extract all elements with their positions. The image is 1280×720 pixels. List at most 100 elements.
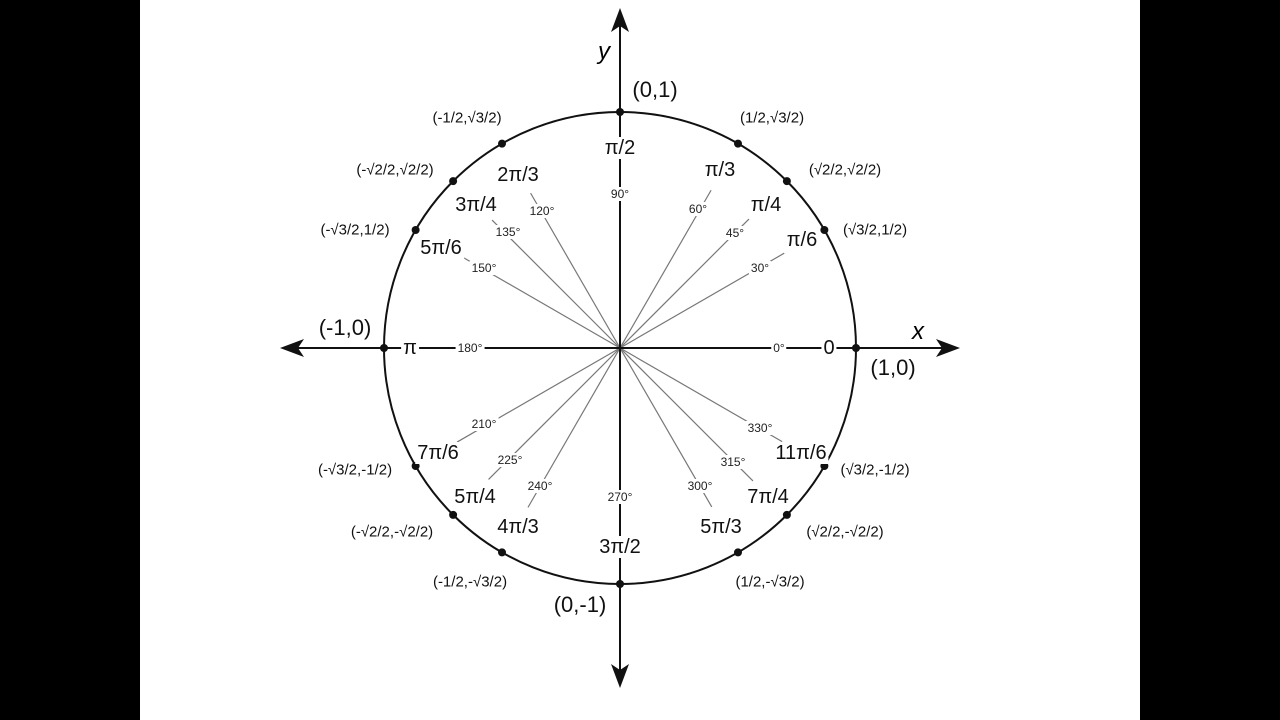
open-paren: (: [317, 461, 323, 479]
coordinate-label-300: (1/2, -√3/2): [733, 573, 807, 591]
radian-label-135: 3π/4: [453, 194, 499, 216]
comma: ,: [842, 161, 848, 179]
x-coordinate: 0: [639, 77, 652, 102]
radian-label-225: 5π/4: [452, 486, 498, 508]
point-150: [411, 226, 420, 234]
coordinate-label-270: (0, -1): [551, 592, 609, 617]
open-paren: (: [432, 109, 438, 127]
close-paren: ): [799, 109, 805, 127]
coordinate-label-240: (-1/2, -√3/2): [430, 573, 510, 591]
x-coordinate: 1/2: [744, 109, 766, 127]
close-paren: ): [502, 573, 508, 591]
unit-circle-canvas: x y 0°0(1,0)30°π/6(√3/2, 1/2)45°π/4(√2/2…: [140, 0, 1140, 720]
radian-label-30: π/6: [784, 229, 820, 251]
x-coordinate: -1/2: [437, 573, 464, 591]
coordinate-label-120: (-1/2, √3/2): [430, 109, 504, 127]
coordinate-label-60: (1/2, √3/2): [737, 109, 807, 127]
x-coordinate: -√3/2: [325, 221, 360, 239]
radian-label-90: π/2: [602, 137, 638, 159]
open-paren: (: [840, 461, 846, 479]
x-coordinate: 1/2: [740, 573, 762, 591]
close-paren: ): [496, 109, 502, 127]
x-coordinate: -√3/2: [322, 461, 358, 479]
point-315: [782, 510, 791, 519]
close-paren: ): [363, 315, 372, 340]
point-210: [411, 462, 420, 470]
close-paren: ): [878, 523, 884, 541]
x-axis-label: x: [912, 318, 924, 345]
coordinate-label-210: (-√3/2, -1/2): [315, 461, 395, 479]
radian-label-45: π/4: [748, 194, 784, 216]
point-120: [498, 139, 506, 148]
y-coordinate: 1/2: [363, 221, 385, 239]
coordinate-label-45: (√2/2, √2/2): [806, 161, 884, 179]
coordinate-label-135: (-√2/2, √2/2): [354, 161, 436, 179]
comma: ,: [765, 109, 770, 127]
open-paren: (: [806, 523, 812, 541]
x-coordinate: 0: [561, 592, 574, 617]
y-coordinate: √3/2: [769, 109, 800, 127]
open-paren: (: [808, 161, 814, 179]
y-coordinate: -√2/2: [394, 523, 429, 541]
open-paren: (: [350, 523, 356, 541]
y-coordinate: 1: [658, 77, 671, 102]
degree-label-30: 30°: [748, 261, 772, 275]
coordinate-label-180: (-1,0): [316, 315, 374, 340]
open-paren: (: [842, 221, 848, 239]
comma: ,: [389, 523, 395, 541]
degree-label-300: 300°: [685, 479, 715, 493]
coordinate-label-30: (√3/2, 1/2): [840, 221, 910, 239]
radian-label-210: 7π/6: [415, 442, 461, 464]
radian-label-180: π: [401, 337, 419, 359]
degree-label-225: 225°: [495, 453, 525, 467]
x-coordinate: -1: [326, 315, 346, 340]
coordinate-label-0: (1,0): [868, 355, 918, 380]
open-paren: (: [356, 161, 362, 179]
y-coordinate: -1: [579, 592, 599, 617]
degree-label-270: 270°: [605, 490, 635, 504]
close-paren: ): [428, 161, 434, 179]
close-paren: ): [428, 523, 434, 541]
x-coordinate: 1: [877, 355, 890, 380]
ray-60: [619, 189, 712, 349]
open-paren: (: [739, 109, 745, 127]
y-coordinate: -1/2: [878, 461, 905, 479]
radian-label-300: 5π/3: [698, 516, 744, 538]
comma: ,: [651, 77, 659, 102]
open-paren: (: [870, 355, 878, 380]
open-paren: (: [432, 573, 438, 591]
degree-label-210: 210°: [469, 417, 499, 431]
coordinate-label-225: (-√2/2, -√2/2): [348, 523, 436, 541]
comma: ,: [345, 315, 352, 340]
radian-label-315: 7π/4: [745, 486, 791, 508]
y-coordinate: √2/2: [399, 161, 429, 179]
comma: ,: [761, 573, 766, 591]
degree-label-240: 240°: [525, 479, 555, 493]
x-coordinate: √2/2: [813, 161, 843, 179]
ray-135: [491, 219, 621, 349]
coordinate-label-315: (√2/2, -√2/2): [804, 523, 886, 541]
y-axis-label: y: [598, 38, 610, 65]
point-45: [782, 177, 791, 186]
open-paren: (: [318, 315, 327, 340]
close-paren: ): [598, 592, 607, 617]
close-paren: ): [670, 77, 678, 102]
x-coordinate: √2/2: [811, 523, 841, 541]
y-coordinate: 0: [351, 315, 364, 340]
radian-label-270: 3π/2: [597, 536, 643, 558]
ray-45: [619, 218, 750, 349]
coordinate-label-90: (0,1): [630, 77, 680, 102]
radian-label-60: π/3: [702, 159, 738, 181]
x-axis-right-arrow-icon: [936, 339, 960, 357]
degree-label-135: 135°: [493, 225, 523, 239]
point-90: [616, 108, 624, 116]
degree-label-150: 150°: [469, 261, 499, 275]
degree-label-315: 315°: [718, 455, 748, 469]
close-paren: ): [876, 161, 882, 179]
radian-label-150: 5π/6: [418, 237, 464, 259]
degree-label-120: 120°: [527, 204, 557, 218]
y-coordinate: √3/2: [467, 109, 497, 127]
x-axis-left-arrow-icon: [280, 339, 304, 357]
y-coordinate: 1/2: [881, 221, 903, 239]
point-135: [449, 177, 458, 186]
